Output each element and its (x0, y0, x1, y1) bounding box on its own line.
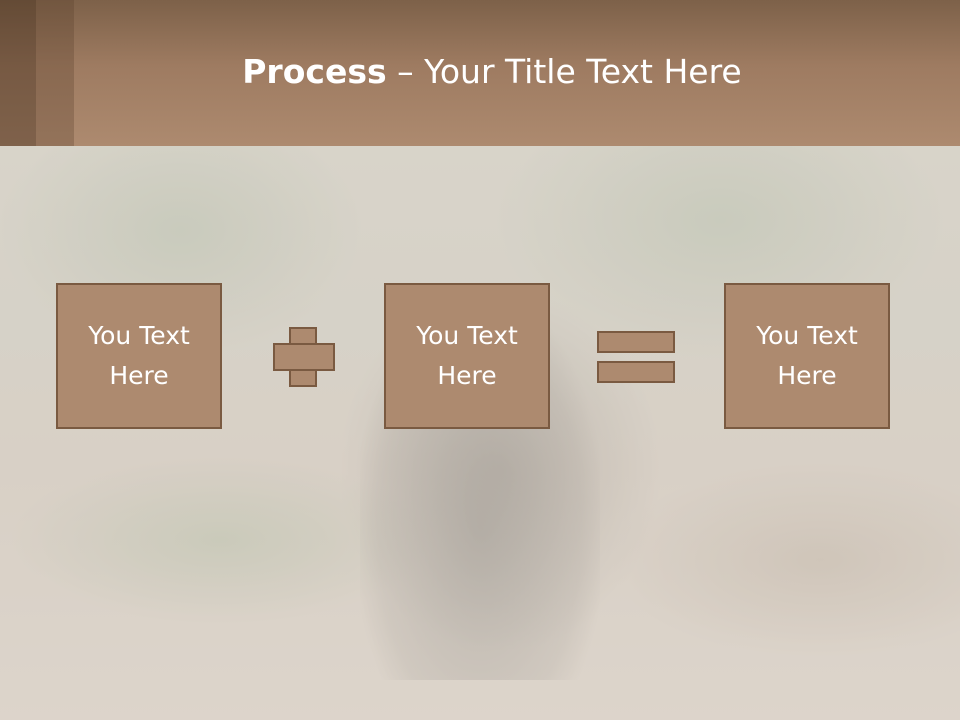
slide-title[interactable]: Process – Your Title Text Here (0, 52, 960, 91)
equals-bottom-bar (597, 361, 675, 383)
title-band: Process – Your Title Text Here (0, 0, 960, 146)
header-accent-strip-2 (36, 0, 74, 146)
plus-center (291, 345, 315, 369)
title-bold: Process (242, 52, 387, 91)
process-box-1[interactable]: You Text Here (56, 283, 222, 429)
title-rest: – Your Title Text Here (386, 52, 742, 91)
process-box-2[interactable]: You Text Here (384, 283, 550, 429)
equals-top-bar (597, 331, 675, 353)
header-accent-strip (0, 0, 36, 146)
process-box-3[interactable]: You Text Here (724, 283, 890, 429)
